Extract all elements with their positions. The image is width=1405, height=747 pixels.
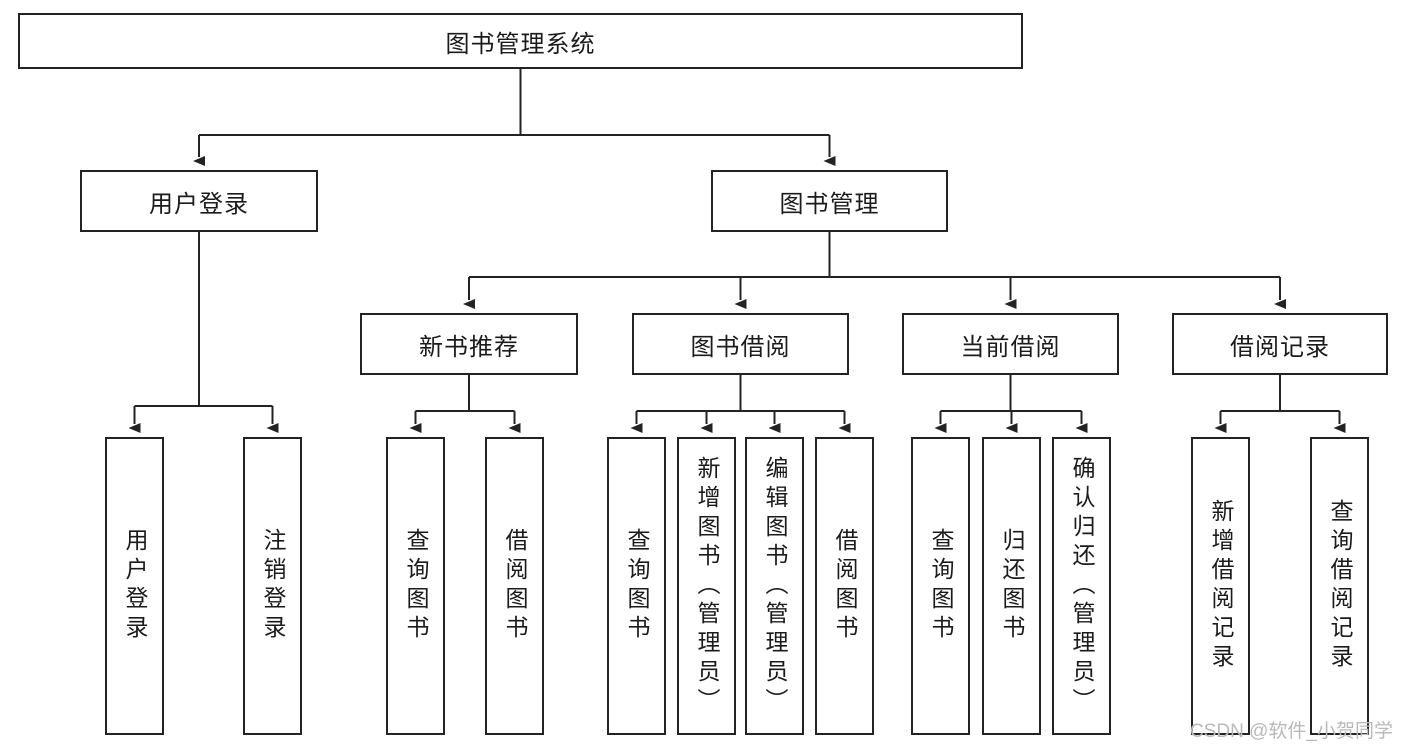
node-leaf-user-login[interactable]: 用户登录 [105,437,164,735]
node-leaf-confirm-return[interactable]: 确认归还（管理员） [1052,437,1111,735]
node-label: 新增借阅记录 [1208,499,1234,673]
node-label: 归还图书 [999,528,1025,644]
node-label: 新书推荐 [419,333,519,361]
node-leaf-add-record[interactable]: 新增借阅记录 [1191,437,1250,735]
node-label: 借阅图书 [832,528,858,644]
node-label: 查询图书 [624,528,650,644]
node-label: 注销登录 [260,528,286,644]
node-label: 新增图书（管理员） [694,455,720,717]
node-leaf-logout[interactable]: 注销登录 [243,437,302,735]
node-label: 用户登录 [149,190,249,218]
node-user-login[interactable]: 用户登录 [80,170,318,232]
node-leaf-query-book-cur[interactable]: 查询图书 [911,437,970,735]
node-root[interactable]: 图书管理系统 [18,13,1023,69]
node-leaf-return-book[interactable]: 归还图书 [982,437,1041,735]
node-label: 查询图书 [928,528,954,644]
node-label: 图书借阅 [690,333,791,361]
node-label: 借阅图书 [502,528,528,644]
node-leaf-query-book-rec[interactable]: 查询图书 [386,437,445,735]
node-new-book-rec[interactable]: 新书推荐 [360,313,578,375]
node-leaf-query-record[interactable]: 查询借阅记录 [1310,437,1369,735]
node-leaf-borrow-book-rec[interactable]: 借阅图书 [485,437,544,735]
node-book-manage[interactable]: 图书管理 [711,170,948,232]
node-leaf-query-book[interactable]: 查询图书 [607,437,666,735]
node-label: 确认归还（管理员） [1069,455,1095,717]
node-borrow-record[interactable]: 借阅记录 [1172,313,1388,375]
node-label: 用户登录 [122,528,148,644]
node-book-borrow[interactable]: 图书借阅 [632,313,849,375]
node-label: 图书管理 [779,190,880,218]
node-label: 当前借阅 [960,333,1061,361]
node-label: 图书管理系统 [445,30,596,58]
node-leaf-edit-book[interactable]: 编辑图书（管理员） [745,437,804,735]
node-label: 查询图书 [403,528,429,644]
node-label: 借阅记录 [1230,333,1330,361]
node-label: 查询借阅记录 [1327,499,1353,673]
node-label: 编辑图书（管理员） [762,455,788,717]
node-leaf-borrow-book[interactable]: 借阅图书 [815,437,874,735]
node-leaf-add-book[interactable]: 新增图书（管理员） [677,437,736,735]
node-current-borrow[interactable]: 当前借阅 [902,313,1119,375]
